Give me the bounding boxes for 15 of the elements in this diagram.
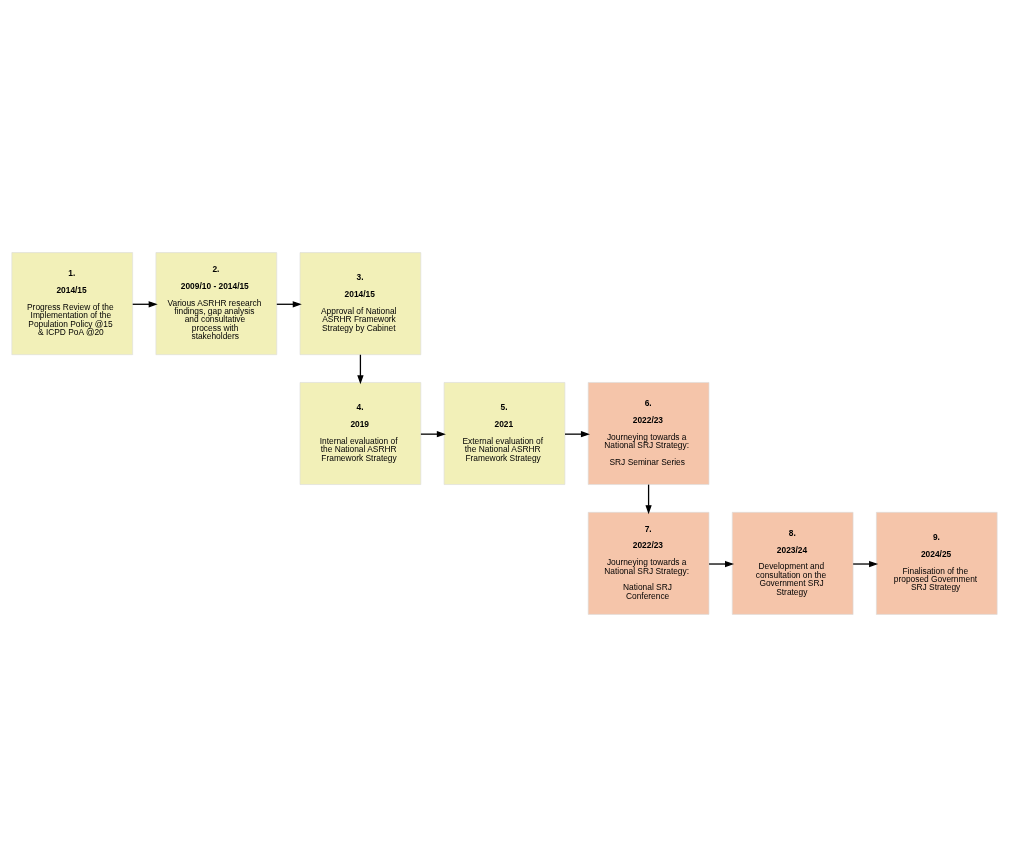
arrow [852, 560, 879, 567]
node-box: 9. 2024/25 Finalisation of the proposed Government SRJ Strategy [876, 511, 998, 615]
node-box: 1. 2014/15 Progress Review of the Implementation of the Population Policy @15 & ICPD PoA @20 [11, 251, 133, 355]
node-box: 7. 2022/23 Journeying towards a National SRJ Strategy: National SRJ Conference [587, 511, 710, 615]
node-box: 2. 2009/10 - 2014/15 Various ASRHR research findings, gap analysis and consultative process with stakeholders [155, 251, 278, 355]
node-box: 4. 2019 Internal evaluation of the National ASRHR Framework Strategy [299, 381, 422, 485]
node-box: 3. 2014/15 Approval of National ASRHR Framework Strategy by Cabinet [299, 251, 422, 355]
node-box: 6. 2022/23 Journeying towards a National SRJ Strategy: SRJ Seminar Series [587, 381, 710, 485]
arrow [708, 560, 735, 567]
node-box: 8. 2023/24 Development and consultation on the Government SRJ Strategy [731, 511, 854, 615]
arrow [420, 430, 446, 437]
arrow [357, 353, 364, 384]
arrow [564, 430, 590, 437]
node-box: 5. 2021 External evaluation of the National ASRHR Framework Strategy [443, 381, 566, 485]
arrow [645, 483, 652, 514]
